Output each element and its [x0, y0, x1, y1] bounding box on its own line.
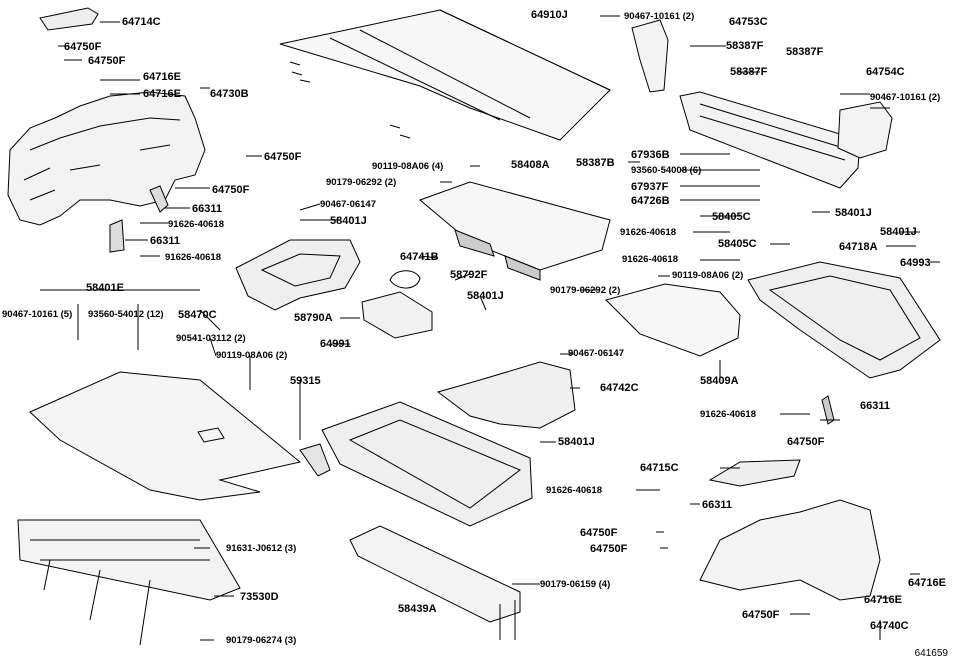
- label-64742C: 64742C: [600, 382, 639, 394]
- label-90119-a: 90119-08A06 (4): [372, 161, 444, 172]
- label-66311-d: 66311: [702, 499, 732, 511]
- label-90467-10161-c: 90467-10161 (5): [2, 309, 73, 320]
- label-58401J-b: 58401J: [835, 207, 872, 219]
- label-91626-f: 91626-40618: [546, 485, 602, 496]
- label-58401J-c: 58401J: [880, 226, 917, 238]
- label-58387F-c: 58387F: [730, 66, 768, 78]
- label-58405C-a: 58405C: [712, 211, 751, 223]
- label-58405C-b: 58405C: [718, 238, 757, 250]
- label-91626-a: 91626-40618: [168, 219, 224, 230]
- label-64714C: 64714C: [122, 16, 161, 28]
- label-64741B: 64741B: [400, 251, 439, 263]
- label-64716E-b: 64716E: [143, 88, 181, 100]
- label-66311-a: 66311: [192, 203, 222, 215]
- label-64716E-a: 64716E: [143, 71, 181, 83]
- label-58409A: 58409A: [700, 375, 739, 387]
- label-58439A: 58439A: [398, 603, 437, 615]
- label-64750F-c: 64750F: [264, 151, 302, 163]
- label-58387B: 58387B: [576, 157, 615, 169]
- label-58792F: 58792F: [450, 269, 488, 281]
- label-64753C: 64753C: [729, 16, 768, 28]
- label-64993: 64993: [900, 257, 931, 269]
- label-67936B: 67936B: [631, 149, 670, 161]
- label-58401E: 58401E: [86, 282, 124, 294]
- label-66311-c: 66311: [860, 400, 890, 412]
- label-64716E-c: 64716E: [908, 577, 946, 589]
- label-90179-06274: 90179-06274 (3): [226, 635, 297, 646]
- label-58401J-d: 58401J: [467, 290, 504, 302]
- label-58387F-a: 58387F: [726, 40, 764, 52]
- label-64726B: 64726B: [631, 195, 670, 207]
- label-58401J-a: 58401J: [330, 215, 367, 227]
- label-91626-e: 91626-40618: [700, 409, 756, 420]
- label-58401J-e: 58401J: [558, 436, 595, 448]
- label-90467-10161-a: 90467-10161 (2): [624, 11, 695, 22]
- label-91631: 91631-J0612 (3): [226, 543, 297, 554]
- label-64715C: 64715C: [640, 462, 679, 474]
- label-64750F-b: 64750F: [88, 55, 126, 67]
- label-90179-06292-a: 90179-06292 (2): [326, 177, 397, 188]
- label-64754C: 64754C: [866, 66, 905, 78]
- label-64750F-e: 64750F: [787, 436, 825, 448]
- label-90467-06147-a: 90467-06147: [320, 199, 376, 210]
- label-90119-c: 90119-08A06 (2): [216, 350, 288, 361]
- label-91626-c: 91626-40618: [620, 227, 676, 238]
- label-64750F-d: 64750F: [212, 184, 250, 196]
- label-90541: 90541-03112 (2): [176, 333, 246, 344]
- label-64718A: 64718A: [839, 241, 878, 253]
- label-64991: 64991: [320, 338, 351, 350]
- label-90179-06292-b: 90179-06292 (2): [550, 285, 621, 296]
- label-58470C: 58470C: [178, 309, 217, 321]
- label-64750F-h: 64750F: [742, 609, 780, 621]
- label-93560-54008: 93560-54008 (6): [631, 165, 702, 176]
- diagram-id: 641659: [914, 648, 948, 659]
- label-90119-b: 90119-08A06 (2): [672, 270, 744, 281]
- label-90467-10161-b: 90467-10161 (2): [870, 92, 941, 103]
- label-64750F-a: 64750F: [64, 41, 102, 53]
- label-66311-b: 66311: [150, 235, 180, 247]
- label-91626-b: 91626-40618: [165, 252, 221, 263]
- label-58408A: 58408A: [511, 159, 550, 171]
- label-64750F-g: 64750F: [590, 543, 628, 555]
- label-64730B: 64730B: [210, 88, 249, 100]
- label-64716E-d: 64716E: [864, 594, 902, 606]
- label-93560-54012: 93560-54012 (12): [88, 309, 164, 320]
- label-90467-06147-b: 90467-06147: [568, 348, 624, 359]
- label-67937F: 67937F: [631, 181, 669, 193]
- label-64910J: 64910J: [531, 9, 568, 21]
- label-73530D: 73530D: [240, 591, 279, 603]
- label-59315: 59315: [290, 375, 321, 387]
- label-64750F-f: 64750F: [580, 527, 618, 539]
- label-58387F-b: 58387F: [786, 46, 824, 58]
- label-91626-d: 91626-40618: [622, 254, 678, 265]
- label-64740C: 64740C: [870, 620, 909, 632]
- label-58790A: 58790A: [294, 312, 333, 324]
- label-90179-06159: 90179-06159 (4): [540, 579, 611, 590]
